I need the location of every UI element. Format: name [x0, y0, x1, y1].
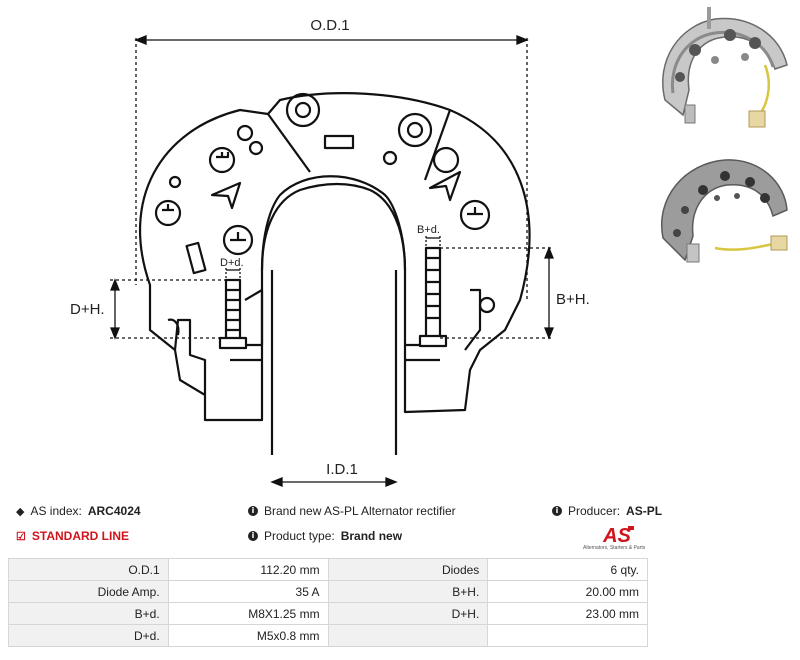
check-square-icon: ☑: [16, 530, 26, 543]
spec-label: D+H.: [327, 602, 489, 625]
spec-label: D+d.: [8, 624, 169, 647]
product-type: i Product type: Brand new: [248, 529, 402, 543]
product-photo-bottom: [661, 159, 788, 263]
info-icon: i: [552, 506, 562, 516]
table-row: O.D.1 112.20 mm Diodes 6 qty.: [8, 558, 648, 581]
arrow-mark-left: [210, 181, 242, 210]
spec-label: B+d.: [8, 602, 169, 625]
info-row-2: ☑ STANDARD LINE i Product type: Brand ne…: [0, 529, 800, 551]
producer-value: AS-PL: [626, 504, 663, 518]
od1-label: O.D.1: [310, 17, 349, 34]
dh-label: D+H.: [70, 301, 105, 318]
standard-line-text: STANDARD LINE: [31, 529, 129, 543]
table-row: B+d. M8X1.25 mm D+H. 23.00 mm: [8, 602, 648, 625]
standard-line: ☑ STANDARD LINE: [16, 529, 129, 543]
spec-value: M8X1.25 mm: [167, 602, 329, 625]
dd-label: D+d.: [220, 257, 244, 269]
spec-value: 6 qty.: [487, 558, 648, 581]
spec-value: 20.00 mm: [487, 580, 648, 603]
spec-value: M5x0.8 mm: [167, 624, 329, 647]
table-row: Diode Amp. 35 A B+H. 20.00 mm: [8, 580, 648, 603]
bh-label: B+H.: [556, 291, 590, 308]
table-row: D+d. M5x0.8 mm: [8, 624, 648, 647]
spec-label: B+H.: [327, 580, 489, 603]
arrow-mark-right: [428, 170, 462, 202]
description: i Brand new AS-PL Alternator rectifier: [248, 504, 456, 518]
as-index: ◆ AS index: ARC4024: [16, 504, 141, 518]
logo-tagline: Alternators, Starters & Parts: [583, 545, 646, 551]
info-icon: i: [248, 531, 258, 541]
svg-text:AS: AS: [602, 525, 631, 547]
spec-label: [327, 624, 489, 647]
spec-value: 35 A: [167, 580, 329, 603]
producer: i Producer: AS-PL: [552, 504, 662, 518]
spec-label: Diodes: [327, 558, 489, 581]
description-text: Brand new AS-PL Alternator rectifier: [264, 504, 456, 518]
rectifier-technical-drawing: O.D.1 I.D.1 D+H. B+H. B+d. D+d.: [70, 17, 590, 487]
spec-value: 112.20 mm: [167, 558, 329, 581]
producer-label: Producer:: [568, 504, 621, 518]
product-type-label: Product type:: [264, 529, 335, 543]
as-index-value: ARC4024: [87, 504, 141, 518]
as-index-label: AS index:: [30, 504, 82, 518]
rectifier-outline: [139, 92, 531, 422]
spec-label: Diode Amp.: [8, 580, 169, 603]
id1-label: I.D.1: [326, 461, 358, 478]
specs-table: O.D.1 112.20 mm Diodes 6 qty. Diode Amp.…: [8, 558, 648, 647]
info-row-1: ◆ AS index: ARC4024 i Brand new AS-PL Al…: [0, 504, 800, 526]
info-icon: i: [248, 506, 258, 516]
product-photo-top: [662, 7, 788, 128]
spec-value: [487, 624, 648, 647]
spec-value: 23.00 mm: [487, 602, 648, 625]
product-type-value: Brand new: [340, 529, 403, 543]
spec-label: O.D.1: [8, 558, 169, 581]
bd-label: B+d.: [417, 224, 440, 236]
center-channel: [270, 270, 398, 455]
as-pl-logo: AS: [602, 525, 634, 547]
tag-icon: ◆: [16, 505, 25, 518]
